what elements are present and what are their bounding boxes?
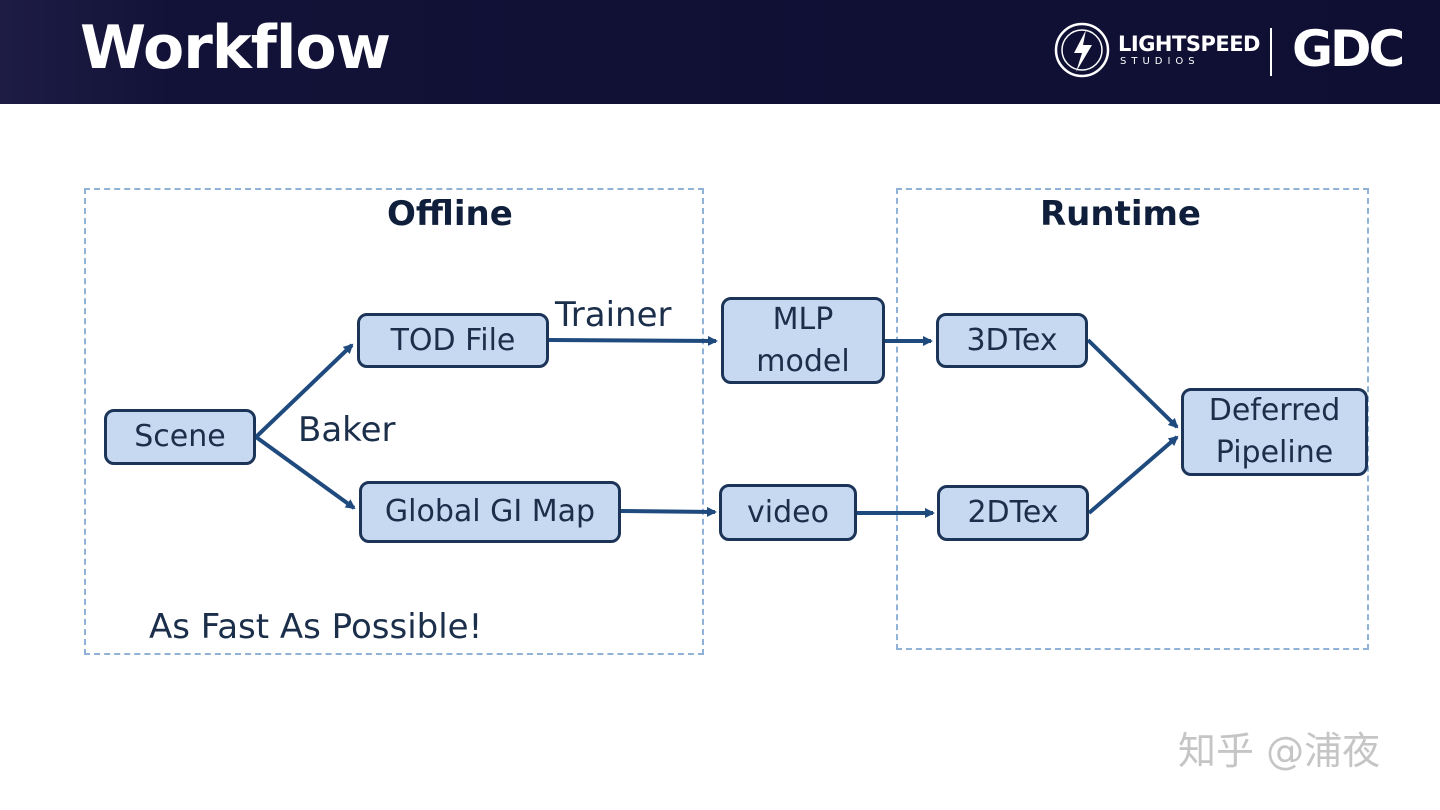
mlp-model-node: MLP model: [721, 297, 885, 384]
tod-file-node: TOD File: [357, 313, 549, 368]
header-bar: Workflow LIGHTSPEED STUDIOS GDC: [0, 0, 1440, 104]
runtime-title: Runtime: [1040, 194, 1201, 234]
lightspeed-logo: LIGHTSPEED STUDIOS: [1052, 20, 1260, 82]
trainer-label: Trainer: [555, 295, 672, 335]
lightning-bolt-icon: [1054, 22, 1110, 78]
fast-note: As Fast As Possible!: [149, 607, 483, 647]
3dtex-node: 3DTex: [936, 313, 1088, 368]
watermark: 知乎 @浦夜: [1178, 729, 1381, 773]
video-node: video: [719, 484, 857, 541]
2dtex-node: 2DTex: [937, 485, 1089, 541]
runtime-region: [896, 188, 1369, 650]
scene-node: Scene: [104, 409, 256, 465]
baker-label: Baker: [298, 410, 396, 450]
logo-divider: [1270, 28, 1272, 76]
offline-region: [84, 188, 704, 655]
global-gi-map-node: Global GI Map: [359, 481, 621, 543]
lightspeed-wordmark: LIGHTSPEED: [1118, 32, 1260, 56]
deferred-pipeline-node: Deferred Pipeline: [1181, 388, 1368, 476]
gdc-logo: GDC: [1292, 20, 1405, 78]
offline-title: Offline: [387, 194, 513, 234]
studios-wordmark: STUDIOS: [1120, 56, 1200, 67]
slide-title: Workflow: [80, 13, 391, 83]
